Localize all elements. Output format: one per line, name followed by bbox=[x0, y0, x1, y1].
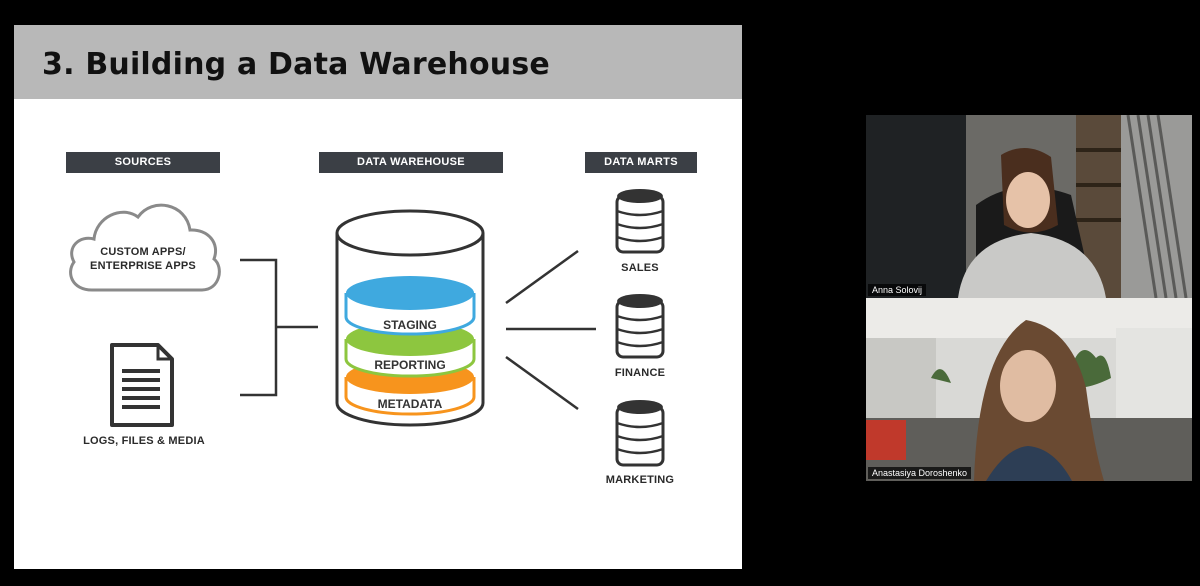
participant-video-tile[interactable]: Anna Solovij bbox=[866, 115, 1192, 298]
mart-connector-lines bbox=[505, 249, 596, 411]
sources-column-header: SOURCES bbox=[66, 152, 220, 173]
staging-layer bbox=[344, 276, 476, 336]
sales-label: SALES bbox=[621, 262, 659, 274]
custom-apps-label: CUSTOM APPS/ bbox=[100, 246, 186, 258]
source-connector-lines bbox=[240, 258, 318, 397]
participant-video-tile[interactable]: Anastasiya Doroshenko bbox=[866, 298, 1192, 481]
finance-label: FINANCE bbox=[614, 367, 666, 379]
data-warehouse-diagram bbox=[69, 189, 665, 467]
marketing-label: MARKETING bbox=[605, 474, 675, 486]
presentation-slide: 3. Building a Data Warehouse bbox=[14, 25, 742, 569]
reporting-label: REPORTING bbox=[374, 358, 446, 372]
marts-column-header: DATA MARTS bbox=[585, 152, 697, 173]
sales-database-icon bbox=[615, 189, 665, 254]
metadata-label: METADATA bbox=[377, 397, 443, 411]
staging-label: STAGING bbox=[383, 318, 437, 332]
marketing-database-icon bbox=[615, 400, 665, 467]
finance-database-icon bbox=[615, 294, 665, 359]
warehouse-column-header: DATA WAREHOUSE bbox=[319, 152, 503, 173]
participant-video-feed bbox=[866, 115, 1192, 298]
participant-name-tag: Anastasiya Doroshenko bbox=[868, 467, 972, 479]
slide-title: 3. Building a Data Warehouse bbox=[42, 47, 550, 82]
participant-video-feed bbox=[866, 298, 1192, 481]
logs-files-media-label: LOGS, FILES & MEDIA bbox=[83, 435, 205, 447]
document-icon bbox=[110, 343, 174, 427]
enterprise-apps-label: ENTERPRISE APPS bbox=[90, 260, 196, 272]
slide-header: 3. Building a Data Warehouse bbox=[14, 25, 742, 99]
cloud-icon bbox=[69, 203, 221, 292]
participant-name-tag: Anna Solovij bbox=[868, 284, 927, 296]
